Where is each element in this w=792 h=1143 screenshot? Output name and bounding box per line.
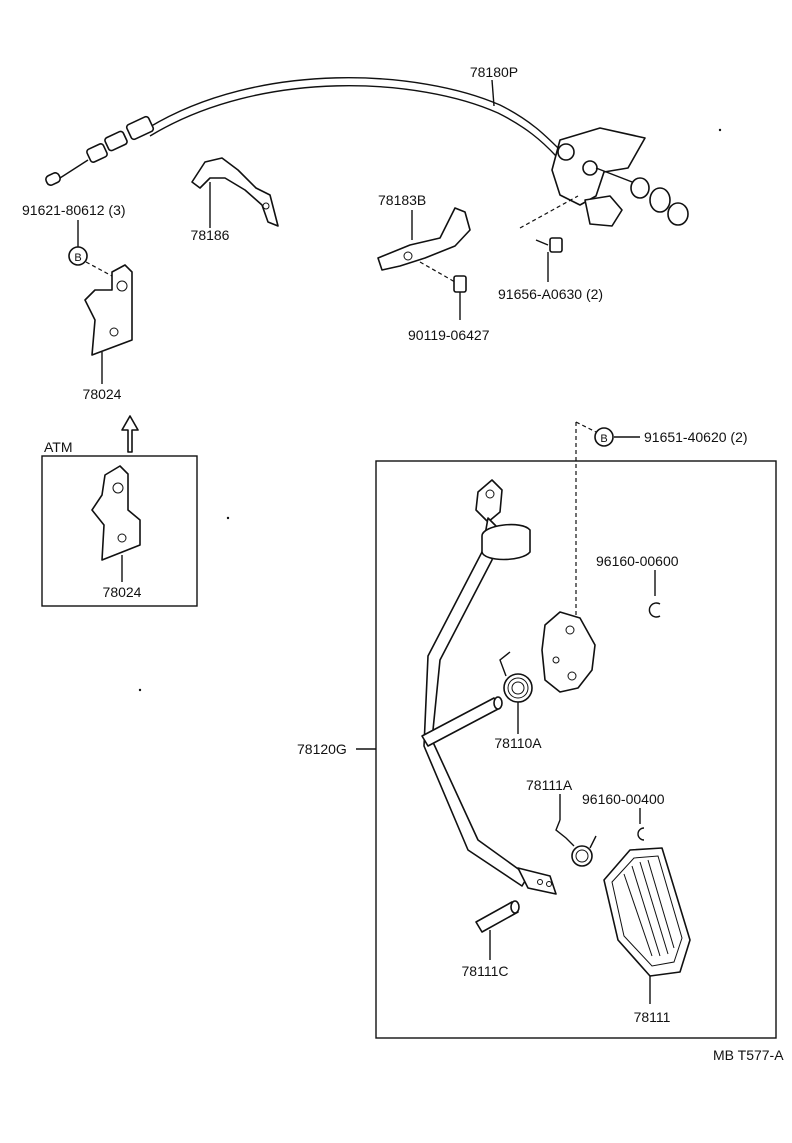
label-bolt-90119: 90119-06427 (408, 327, 490, 343)
accelerator-cable (45, 77, 689, 227)
bolt-90119 (453, 275, 467, 320)
ref-marker-b-right: B (594, 427, 614, 447)
label-pin: 78111C (462, 963, 509, 979)
pedal-pad-78111 (603, 847, 691, 977)
footer-code: MB T577-A (713, 1047, 784, 1063)
dashed-link-bolt-2 (519, 195, 579, 229)
svg-text:B: B (74, 252, 81, 264)
bracket-78024-atm (91, 465, 141, 561)
pedal-lever-78120g (423, 479, 557, 895)
stray-dot (718, 128, 722, 132)
arrow-up-icon (121, 415, 139, 453)
dashed-link-bolt-1 (419, 261, 456, 283)
stray-dot (138, 688, 142, 692)
clip-78186 (191, 157, 279, 227)
pin-78111c (475, 900, 520, 933)
label-ring-lower: 96160-00400 (582, 791, 665, 807)
label-bolt-91656: 91656-A0630 (2) (498, 286, 603, 302)
label-bracket-top: 78024 (83, 386, 122, 402)
label-atm: ATM (44, 439, 73, 455)
bolt-91656 (535, 237, 563, 282)
svg-text:B: B (600, 433, 607, 445)
label-bracket-78183b: 78183B (378, 192, 426, 208)
ring-96160-00400 (637, 827, 645, 841)
label-spring-111a: 78111A (526, 777, 573, 793)
shaft-78110a (421, 696, 503, 747)
label-ref-b-bolt: 91651-40620 (2) (644, 429, 748, 445)
spring-78110a (499, 651, 533, 703)
label-bracket-atm: 78024 (103, 584, 142, 600)
dashed-link-b-left (85, 261, 113, 277)
dashed-ref-b (575, 421, 597, 433)
label-pedal-pad: 78111 (634, 1009, 671, 1025)
bracket-78024-top (84, 264, 133, 356)
label-spring-110a: 78110A (494, 735, 542, 751)
label-clip: 78186 (191, 227, 230, 243)
stray-dot (226, 516, 230, 520)
label-bolt-91621: 91621-80612 (3) (22, 202, 126, 218)
leader-cable (491, 79, 495, 107)
spring-78111a (555, 819, 597, 867)
ring-96160-00600 (648, 602, 661, 618)
atm-box (41, 455, 198, 607)
pedal-arm-bracket (541, 611, 596, 693)
label-cable: 78180P (470, 64, 518, 80)
ref-marker-b-left: B (68, 246, 88, 266)
label-ring-upper: 96160-00600 (596, 553, 679, 569)
label-pedal-lever: 78120G (297, 741, 347, 757)
bracket-78183b (377, 207, 471, 271)
